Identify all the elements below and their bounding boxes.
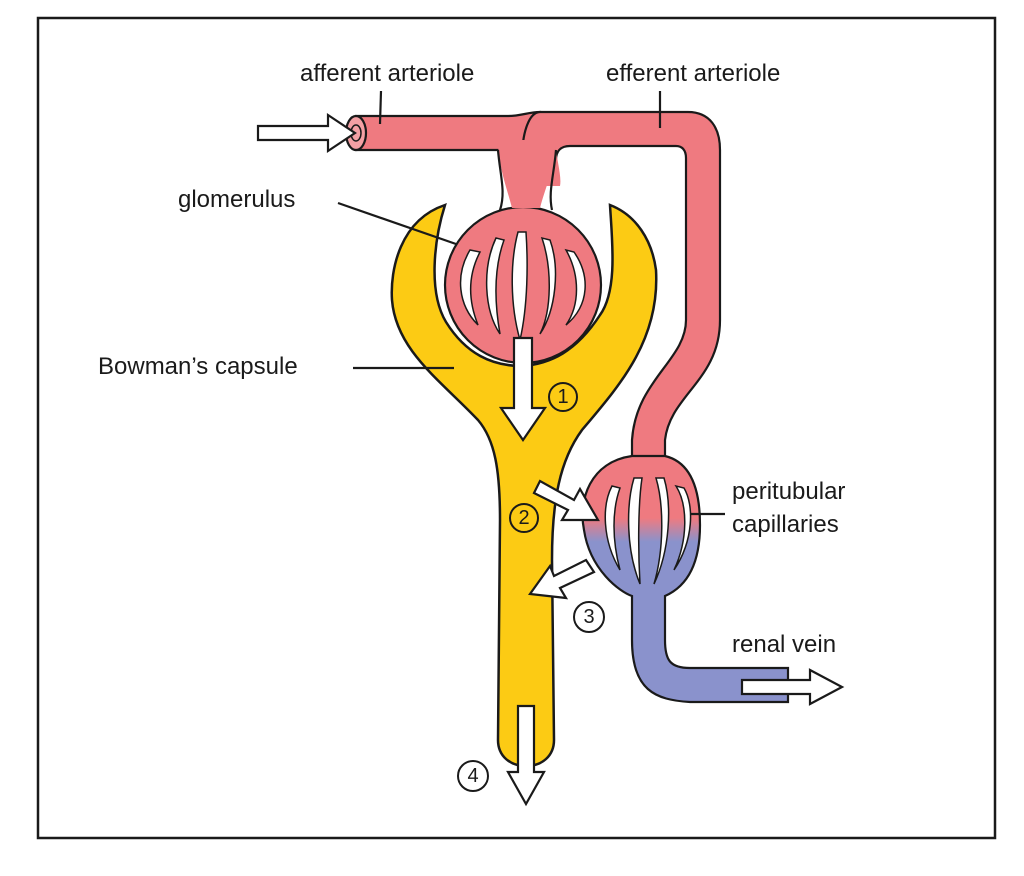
step-marker-1: 1 bbox=[548, 382, 578, 412]
svg-text:1: 1 bbox=[557, 386, 568, 408]
filtration-arrow bbox=[498, 336, 548, 442]
leader-afferent bbox=[378, 90, 383, 125]
label-efferent-arteriole: efferent arteriole bbox=[606, 60, 780, 87]
label-peritubular: peritubular bbox=[732, 478, 845, 505]
leader-glomerulus bbox=[337, 201, 457, 246]
secretion-arrow bbox=[528, 558, 596, 600]
step-marker-4: 4 bbox=[457, 760, 489, 792]
label-afferent-arteriole: afferent arteriole bbox=[300, 60, 474, 87]
label-capillaries: capillaries bbox=[732, 511, 839, 538]
label-glomerulus: glomerulus bbox=[178, 186, 295, 213]
excretion-arrow bbox=[506, 704, 546, 807]
renal-vein-outflow-arrow bbox=[740, 668, 845, 706]
svg-text:3: 3 bbox=[583, 606, 594, 628]
peritubular-capillary-loops bbox=[604, 477, 692, 585]
label-bowmans-capsule: Bowman’s capsule bbox=[98, 353, 298, 380]
svg-text:4: 4 bbox=[467, 765, 478, 787]
reabsorption-arrow bbox=[532, 479, 600, 522]
glomerulus-capillary-loops bbox=[459, 231, 586, 341]
label-renal-vein: renal vein bbox=[732, 631, 836, 658]
blood-inflow-arrow bbox=[256, 112, 357, 154]
step-marker-3: 3 bbox=[573, 601, 605, 633]
step-marker-2: 2 bbox=[509, 503, 539, 533]
svg-text:2: 2 bbox=[518, 507, 529, 529]
